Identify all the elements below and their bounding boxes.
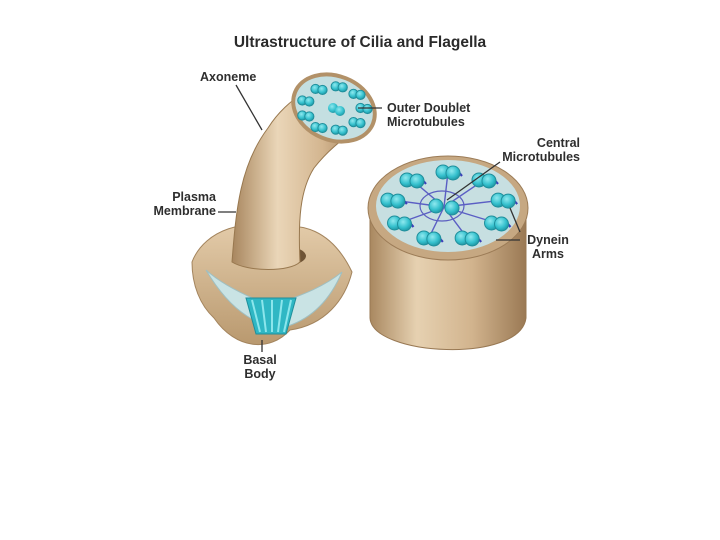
doublet-microtubule bbox=[355, 89, 366, 100]
doublet-microtubule bbox=[317, 122, 328, 134]
doublet-microtubule bbox=[304, 96, 315, 107]
doublet-microtubule bbox=[362, 103, 373, 115]
label-dynein-arms: Dynein Arms bbox=[527, 233, 569, 261]
doublet-microtubule bbox=[493, 216, 509, 232]
label-axoneme: Axoneme bbox=[200, 70, 257, 84]
label-central-microtubules: Central Microtubules bbox=[502, 136, 580, 164]
doublet-microtubule bbox=[500, 193, 516, 209]
doublet-microtubule bbox=[355, 118, 366, 129]
leader-lines bbox=[218, 84, 521, 352]
axoneme-cross-section bbox=[291, 72, 377, 144]
doublet-microtubule bbox=[337, 82, 348, 93]
doublet-microtubule bbox=[445, 165, 461, 181]
axoneme-cylinder bbox=[367, 155, 529, 350]
label-outer-doublet-microtubules: Outer Doublet Microtubules bbox=[387, 101, 471, 129]
doublet-microtubule bbox=[464, 231, 480, 247]
doublet-microtubule bbox=[304, 111, 315, 122]
doublet-microtubule bbox=[481, 173, 497, 189]
diagram-title: Ultrastructure of Cilia and Flagella bbox=[233, 34, 487, 51]
doublet-microtubule bbox=[337, 125, 348, 136]
doublet-microtubule bbox=[390, 193, 406, 209]
doublet-microtubule bbox=[409, 173, 425, 189]
doublet-microtubule bbox=[397, 216, 413, 232]
doublet-microtubule bbox=[426, 231, 442, 247]
label-basal-body: Basal Body bbox=[243, 353, 277, 381]
label-plasma-membrane: Plasma Membrane bbox=[153, 190, 216, 218]
basal-body bbox=[245, 297, 297, 335]
doublet-microtubule bbox=[317, 84, 328, 96]
